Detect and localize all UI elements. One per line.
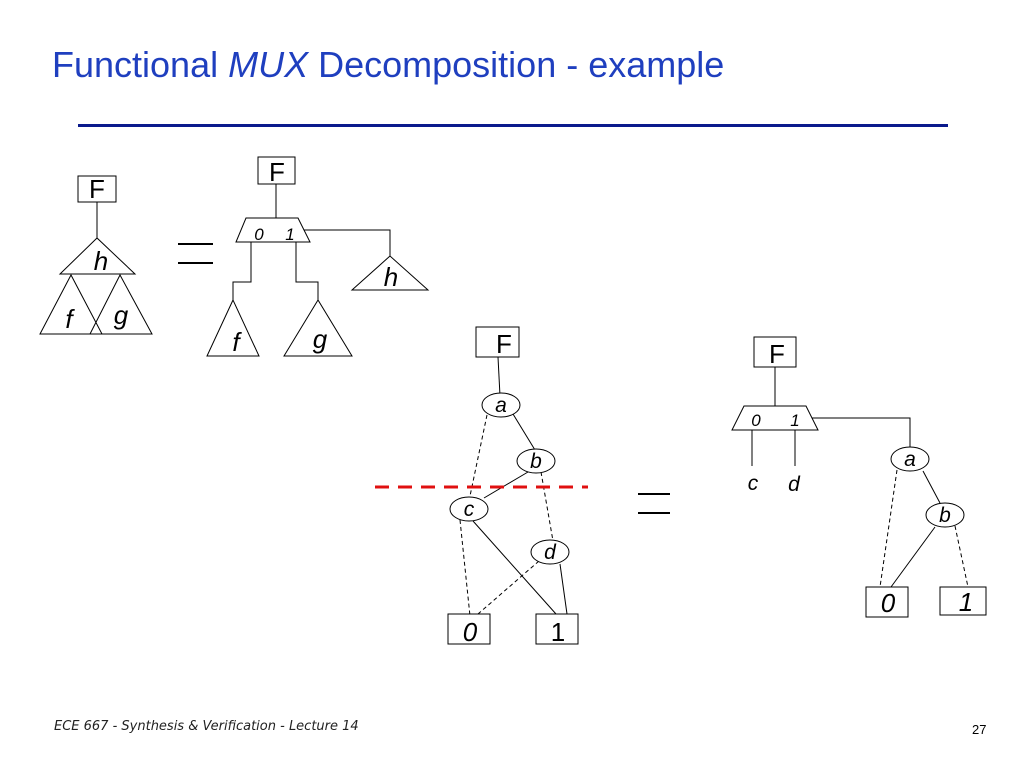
d4-terminal-1-label: 1 (959, 587, 973, 617)
title-text-1: Functional (52, 44, 229, 85)
bdd-node-d (530, 539, 570, 565)
bdd-node-b-label: b (530, 450, 542, 473)
diagram1 (39, 175, 153, 335)
title-text-mux: MUX (228, 44, 309, 85)
d1-h-block (58, 237, 137, 275)
d4-mux (731, 405, 819, 431)
diagram4 (731, 336, 987, 618)
d4-output-label: F (769, 339, 785, 369)
d2-f-block (206, 298, 260, 357)
title-text-2: Decomposition - example (308, 44, 725, 85)
bdd-output-box (475, 326, 520, 358)
d4-node-b-label: b (939, 504, 951, 527)
d1-g-label: g (114, 300, 129, 330)
equals-sign-1 (178, 243, 213, 264)
page-number: 27 (972, 722, 987, 737)
d2-mux-in1-label: 1 (285, 225, 294, 244)
d4-mux-in1-label: 1 (790, 411, 799, 430)
bdd-terminal-1-label: 1 (551, 617, 565, 647)
d2-output-label: F (269, 157, 285, 187)
bdd-node-c (449, 496, 489, 522)
bdd-terminal-1 (535, 613, 579, 645)
d2-h-label: h (384, 262, 398, 292)
d1-f-block (39, 273, 103, 335)
d2-mux (235, 217, 311, 243)
d2-h-block (350, 255, 430, 291)
bdd-node-c-label: c (464, 498, 475, 521)
bdd-node-a-label: a (495, 394, 507, 417)
d4-node-a (890, 446, 930, 472)
bdd-terminal-0-label: 0 (463, 617, 478, 647)
bdd-diagram (375, 326, 588, 645)
d1-g-block (89, 273, 153, 335)
slide-title: Functional MUX Decomposition - example (52, 44, 724, 86)
bdd-node-a (481, 392, 521, 418)
title-underline (78, 124, 948, 127)
bdd-output-label: F (496, 329, 512, 359)
d1-output-label: F (89, 174, 105, 204)
d4-input-d-label: d (788, 473, 801, 496)
d1-f-label: f (65, 304, 75, 334)
d2-f-label: f (232, 327, 242, 357)
d4-node-a-label: a (904, 448, 916, 471)
d4-output-box (753, 336, 797, 368)
d2-g-block (283, 299, 353, 357)
d4-terminal-0 (865, 586, 909, 618)
bdd-node-d-label: d (544, 541, 557, 564)
bdd-terminal-0 (447, 613, 491, 645)
d4-terminal-1 (939, 586, 987, 616)
bdd-node-b (516, 448, 556, 474)
equals-sign-2 (638, 493, 670, 514)
d4-mux-in0-label: 0 (751, 411, 761, 430)
slide-footer: ECE 667 - Synthesis & Verification - Lec… (54, 719, 359, 734)
d4-input-c-label: c (748, 472, 759, 495)
d2-mux-in0-label: 0 (254, 225, 264, 244)
d4-node-b (925, 502, 965, 528)
d2-g-label: g (313, 324, 328, 354)
diagram2 (206, 156, 430, 357)
d1-h-label: h (94, 246, 108, 276)
d4-terminal-0-label: 0 (881, 588, 896, 618)
